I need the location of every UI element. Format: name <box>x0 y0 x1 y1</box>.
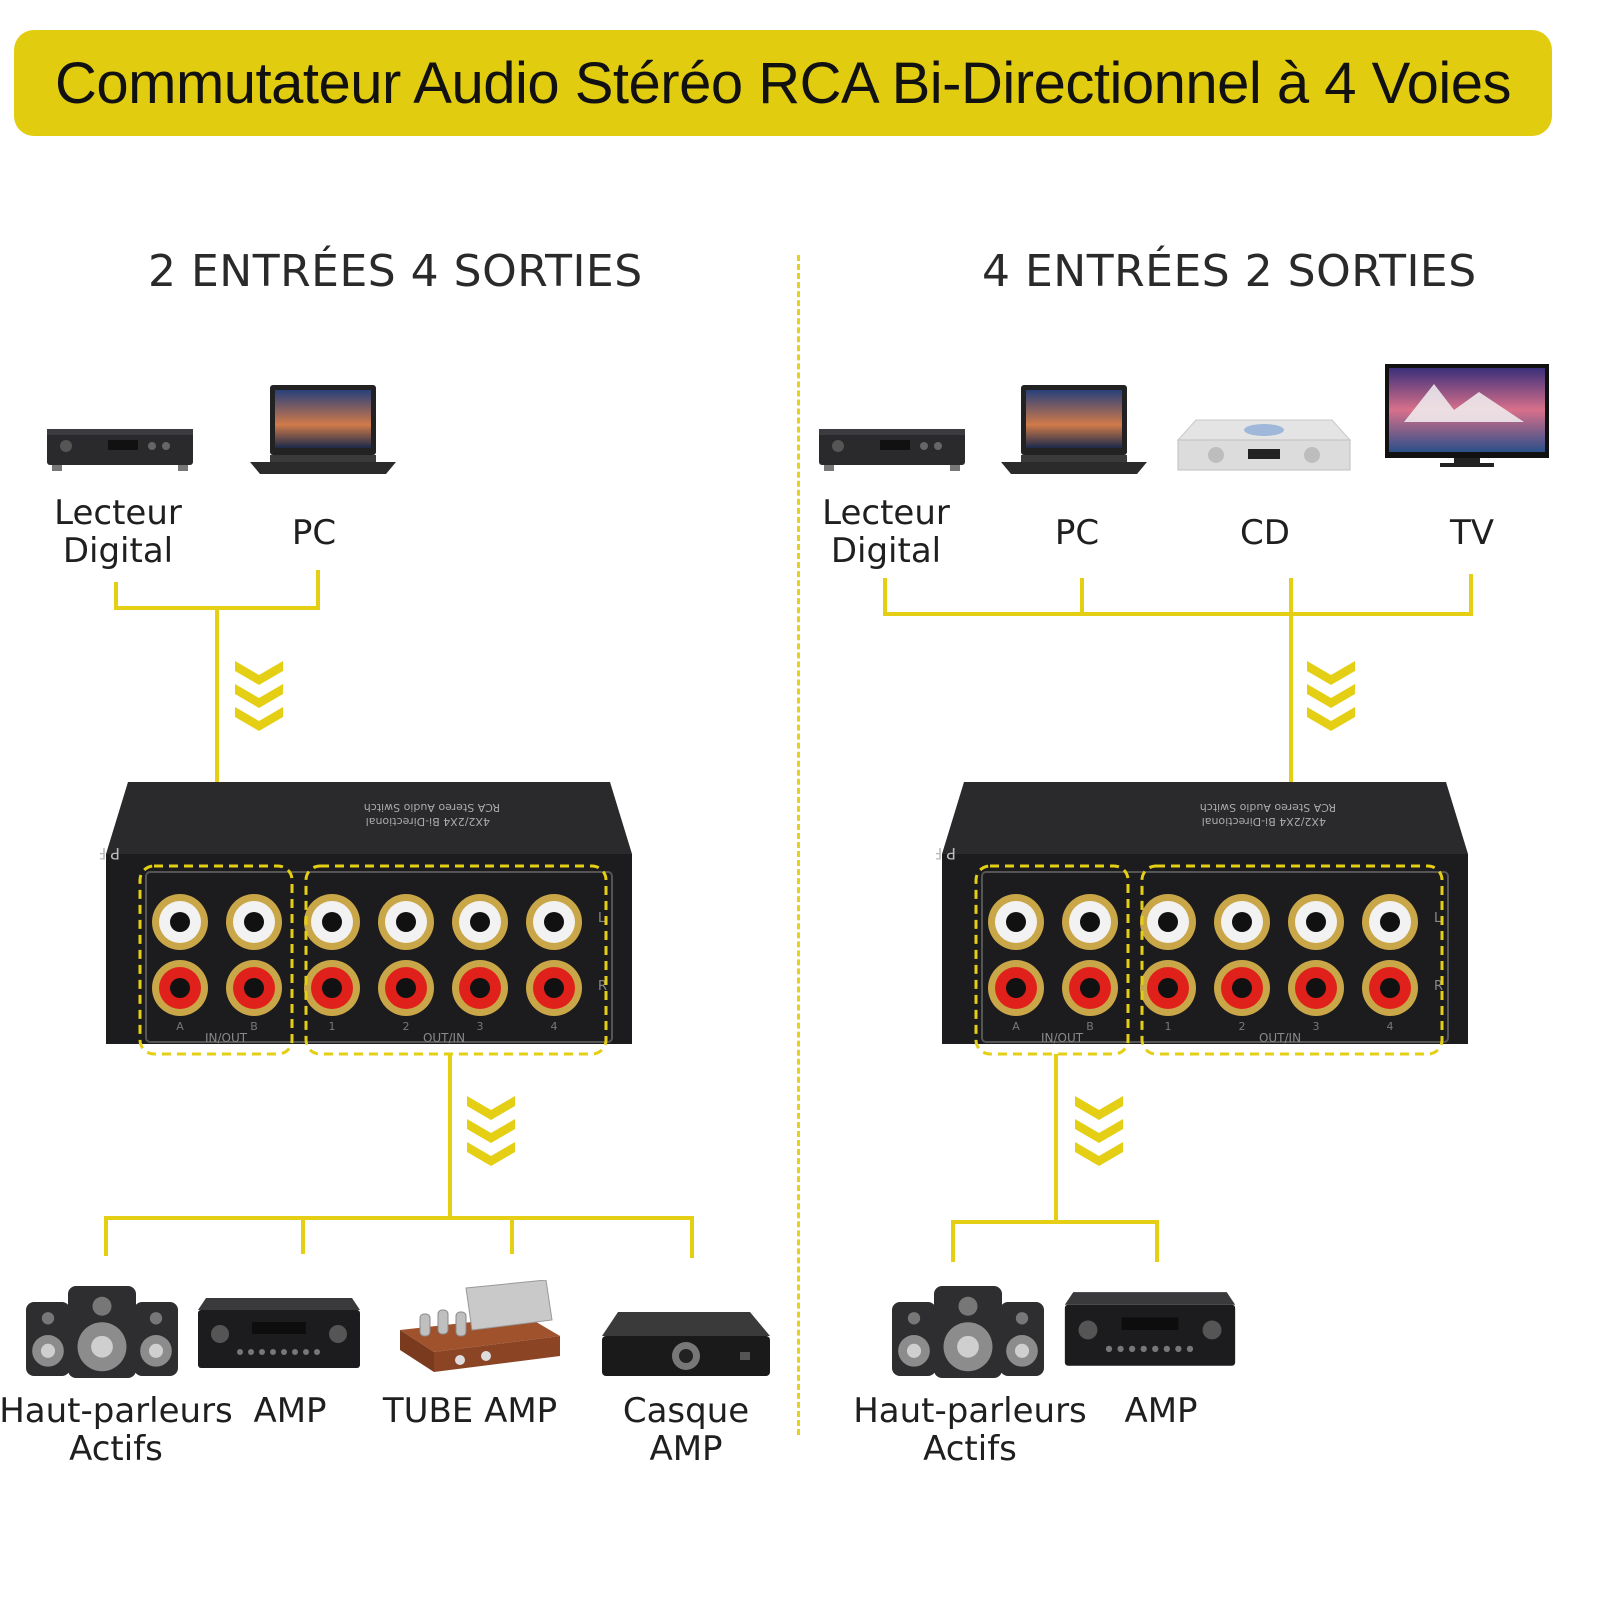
left-section-title: 2 ENTRÉES 4 SORTIES <box>148 246 643 297</box>
laptop-icon <box>250 385 396 474</box>
left-output-label-2: TUBE AMP <box>382 1391 558 1431</box>
title-banner: Commutateur Audio Stéréo RCA Bi-Directio… <box>14 30 1552 136</box>
subtitle-text: RCA Stereo Audio Switch <box>1200 801 1336 814</box>
right-input-label-3: TV <box>1449 513 1495 553</box>
port-label: A <box>1012 1020 1020 1033</box>
port-label: 4 <box>551 1020 558 1033</box>
right-input-label-2: CD <box>1240 513 1290 553</box>
port-label: A <box>176 1020 184 1033</box>
right-output-wires <box>951 1054 1159 1262</box>
left-output-wires <box>104 1054 694 1258</box>
channel-r-label: R <box>598 979 607 994</box>
headphone-amp-icon <box>602 1312 770 1376</box>
down-chevron-icon <box>1307 661 1355 731</box>
digital-player-icon <box>819 429 965 471</box>
channel-l-label: L <box>598 911 606 926</box>
port-label: 4 <box>1387 1020 1394 1033</box>
speakers-icon <box>26 1286 178 1378</box>
port-label: 3 <box>477 1020 484 1033</box>
down-chevron-icon <box>467 1096 515 1166</box>
down-chevron-icon <box>235 661 283 731</box>
port-label: 3 <box>1313 1020 1320 1033</box>
port-label: 1 <box>329 1020 336 1033</box>
out-in-highlight <box>304 864 608 1056</box>
section-divider <box>797 255 800 1435</box>
left-output-label-1: AMP <box>253 1391 327 1431</box>
banner-title: Commutateur Audio Stéréo RCA Bi-Directio… <box>55 50 1511 116</box>
port-label: 2 <box>1239 1020 1246 1033</box>
laptop-icon <box>1001 385 1147 474</box>
in-out-label: IN/OUT <box>205 1031 248 1045</box>
amplifier-icon <box>1064 1292 1236 1366</box>
port-label: B <box>1086 1020 1094 1033</box>
tube-amp-icon <box>400 1280 560 1372</box>
in-out-highlight <box>138 864 294 1056</box>
channel-r-label: R <box>1434 979 1443 994</box>
switch-top <box>942 782 1468 854</box>
port-label: B <box>250 1020 258 1033</box>
channel-l-label: L <box>1434 911 1442 926</box>
brand-text: PROZOR <box>100 844 120 863</box>
cd-player-icon <box>1176 419 1352 471</box>
out-in-highlight <box>1140 864 1444 1056</box>
subtitle-text: RCA Stereo Audio Switch <box>364 801 500 814</box>
port-label: 2 <box>403 1020 410 1033</box>
left-input-label-1: PC <box>291 513 337 553</box>
right-section-title: 4 ENTRÉES 2 SORTIES <box>982 246 1477 297</box>
brand-text: PROZOR <box>936 844 956 863</box>
right-output-label-1: AMP <box>1124 1391 1198 1431</box>
out-in-label: OUT/IN <box>423 1031 465 1045</box>
amplifier-icon <box>198 1298 360 1368</box>
digital-player-icon <box>47 429 193 471</box>
tv-icon <box>1385 364 1549 467</box>
switch-top <box>106 782 632 854</box>
out-in-label: OUT/IN <box>1259 1031 1301 1045</box>
port-label: 1 <box>1165 1020 1172 1033</box>
speakers-icon <box>892 1286 1044 1378</box>
in-out-highlight <box>974 864 1130 1056</box>
right-input-label-1: PC <box>1054 513 1100 553</box>
in-out-label: IN/OUT <box>1041 1031 1084 1045</box>
model-text: 4X2/2X4 Bi-Directional <box>366 815 490 828</box>
model-text: 4X2/2X4 Bi-Directional <box>1202 815 1326 828</box>
down-chevron-icon <box>1075 1096 1123 1166</box>
